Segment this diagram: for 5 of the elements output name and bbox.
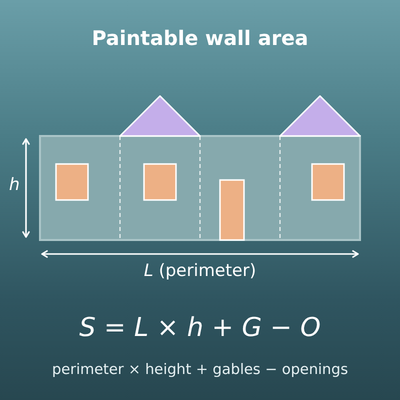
formula: S = L × h + G − O [79,314,321,344]
dimension-label: L (perimeter) [144,262,256,282]
formula-caption: perimeter × height + gables − openings [52,362,348,379]
title: Paintable wall area [90,27,310,50]
dimension-label: h [9,176,20,196]
